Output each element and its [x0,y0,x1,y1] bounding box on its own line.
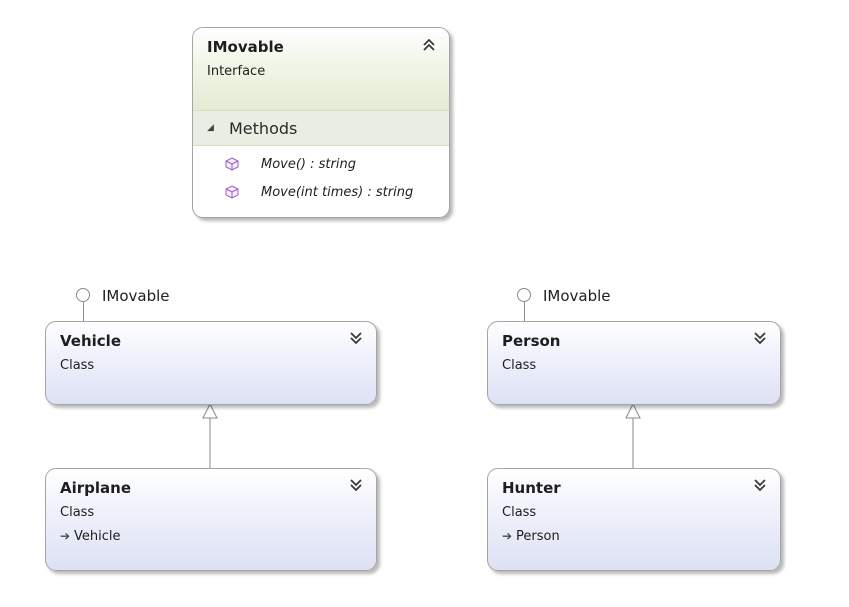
class-kind: Class [60,505,95,520]
airplane-class-shape[interactable]: Airplane Class ➔Vehicle [45,468,377,571]
lollipop-stem [524,302,525,322]
class-header: Vehicle Class [46,322,376,374]
chevron-double-down-icon[interactable] [752,477,768,493]
class-name: Hunter [502,479,561,497]
methods-compartment-title: Methods [229,118,298,138]
public-method-icon [225,185,239,199]
class-name: Vehicle [60,332,121,350]
hunter-class-shape[interactable]: Hunter Class ➔Person [487,468,781,571]
lollipop-label: IMovable [102,287,170,305]
inheritance-arrowhead [625,402,641,419]
base-class-reference: ➔Vehicle [60,528,362,545]
class-header: Hunter Class ➔Person [488,469,780,545]
person-imovable-lollipop: IMovable [517,287,657,322]
methods-list: Move() : string Move(int times) : string [193,146,449,214]
vehicle-imovable-lollipop: IMovable [76,287,216,322]
base-class-reference: ➔Person [502,528,766,545]
method-signature: Move(int times) : string [261,184,414,200]
method-item[interactable]: Move() : string [193,150,449,178]
method-signature: Move() : string [261,156,356,172]
chevron-double-down-icon[interactable] [348,330,364,346]
method-item[interactable]: Move(int times) : string [193,178,449,206]
hunter-to-person-connector [625,402,641,468]
interface-header: IMovable Interface [193,28,449,110]
class-name: Airplane [60,479,132,497]
lollipop-label: IMovable [543,287,611,305]
interface-name: IMovable [207,38,284,56]
person-class-shape[interactable]: Person Class [487,321,781,405]
class-kind: Class [60,358,95,373]
class-kind: Class [502,505,537,520]
collapse-triangle-icon[interactable]: ◢ [207,123,214,133]
base-class-name: Person [516,529,560,544]
chevron-double-down-icon[interactable] [752,330,768,346]
inheritance-arrow-icon: ➔ [502,529,513,543]
inheritance-arrow-icon: ➔ [60,529,71,543]
interface-kind: Interface [207,64,266,79]
chevron-double-down-icon[interactable] [348,477,364,493]
lollipop-stem [83,302,84,322]
interface-lollipop-icon [76,288,90,302]
class-kind: Class [502,358,537,373]
airplane-to-vehicle-connector [202,402,218,468]
inheritance-arrowhead [202,402,218,419]
methods-compartment-header[interactable]: ◢ Methods [193,110,449,146]
imovable-interface-shape[interactable]: IMovable Interface ◢ Methods Move() : st… [192,27,450,218]
vehicle-class-shape[interactable]: Vehicle Class [45,321,377,405]
interface-lollipop-icon [517,288,531,302]
class-name: Person [502,332,561,350]
class-header: Person Class [488,322,780,374]
class-header: Airplane Class ➔Vehicle [46,469,376,545]
base-class-name: Vehicle [74,529,121,544]
public-method-icon [225,157,239,171]
chevron-double-up-icon[interactable] [421,36,437,52]
